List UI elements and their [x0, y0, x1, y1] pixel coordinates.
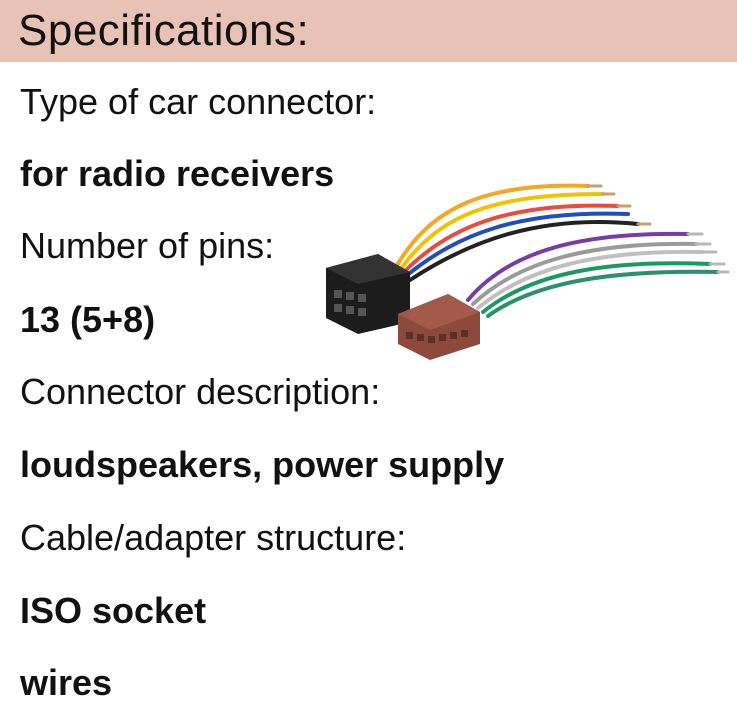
spec-label-connector-description: Connector description: [20, 371, 381, 412]
spec-label-cable-structure: Cable/adapter structure: [20, 517, 407, 558]
spec-value-connector-type: for radio receivers [20, 153, 335, 194]
spec-value-cable-structure-1: ISO socket [20, 590, 207, 631]
spec-value-cable-structure-2: wires [20, 662, 113, 703]
spec-label-number-of-pins: Number of pins: [20, 225, 275, 266]
spec-label-connector-type: Type of car connector: [20, 81, 377, 122]
spec-value-connector-description: loudspeakers, power supply [20, 444, 505, 485]
page-title: Specifications: [18, 6, 310, 55]
spec-value-number-of-pins: 13 (5+8) [20, 299, 156, 340]
brown-iso-connector [398, 294, 480, 360]
specifications-header: Specifications: [0, 0, 737, 62]
connector-adapter-image [326, 183, 730, 360]
black-iso-connector [326, 254, 410, 334]
